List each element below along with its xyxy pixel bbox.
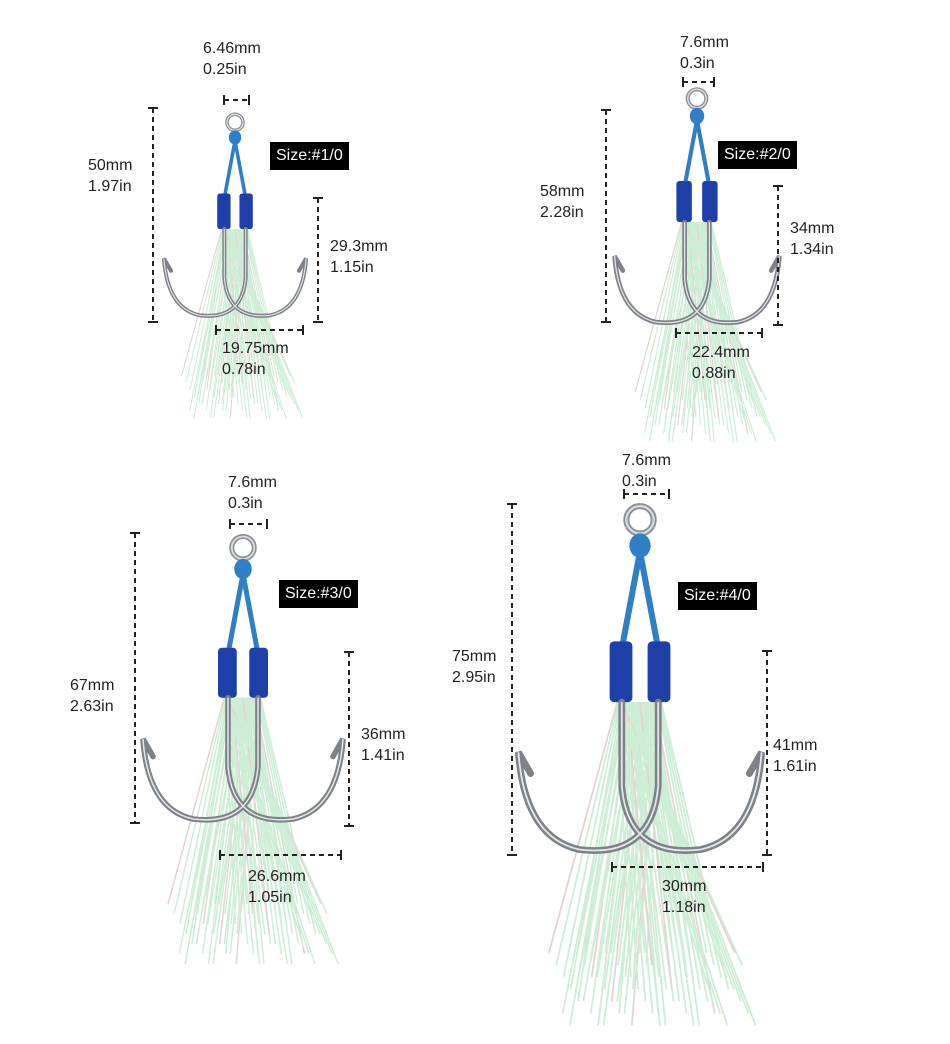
- size-badge-2: Size:#2/0: [718, 141, 797, 169]
- dimension-lines: [130, 77, 783, 872]
- size-badge-4: Size:#4/0: [678, 582, 757, 610]
- size-badge-3: Size:#3/0: [279, 580, 358, 608]
- size-badge-1: Size:#1/0: [270, 142, 349, 170]
